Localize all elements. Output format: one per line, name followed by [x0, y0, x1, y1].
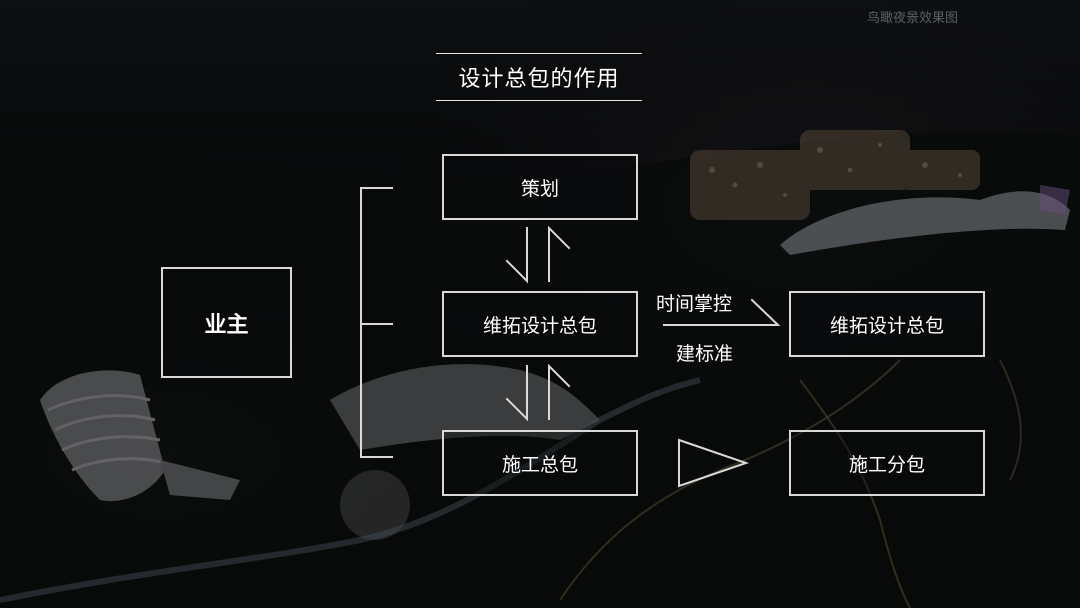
image-caption: 鸟瞰夜景效果图: [866, 11, 958, 26]
arrow-up-planning-design: [548, 225, 571, 282]
node-design-pm-left: 维拓设计总包: [442, 291, 638, 357]
arrow-down-planning-design: [505, 227, 528, 284]
node-design-pm-right: 维拓设计总包: [789, 291, 985, 357]
node-subcontractor: 施工分包: [789, 430, 985, 496]
node-planning-label: 策划: [520, 177, 559, 200]
edge-label-standard-setting: 建标准: [676, 343, 734, 365]
triangle-arrow-construction-subcontract: [678, 438, 750, 488]
arrow-design-to-design: [663, 298, 781, 326]
node-planning: 策划: [442, 154, 638, 220]
node-general-contractor-label: 施工总包: [501, 453, 578, 476]
node-general-contractor: 施工总包: [442, 430, 638, 496]
arrow-down-design-construction: [505, 365, 528, 422]
node-subcontractor-label: 施工分包: [848, 453, 925, 476]
edge-label-time-control: 时间掌控: [656, 293, 733, 315]
diagram-title: 设计总包的作用: [436, 53, 642, 101]
node-design-pm-left-label: 维拓设计总包: [482, 314, 597, 337]
node-design-pm-right-label: 维拓设计总包: [829, 314, 944, 337]
arrow-up-design-construction: [548, 363, 571, 420]
node-owner-label: 业主: [204, 312, 249, 338]
node-owner: 业主: [161, 267, 292, 378]
